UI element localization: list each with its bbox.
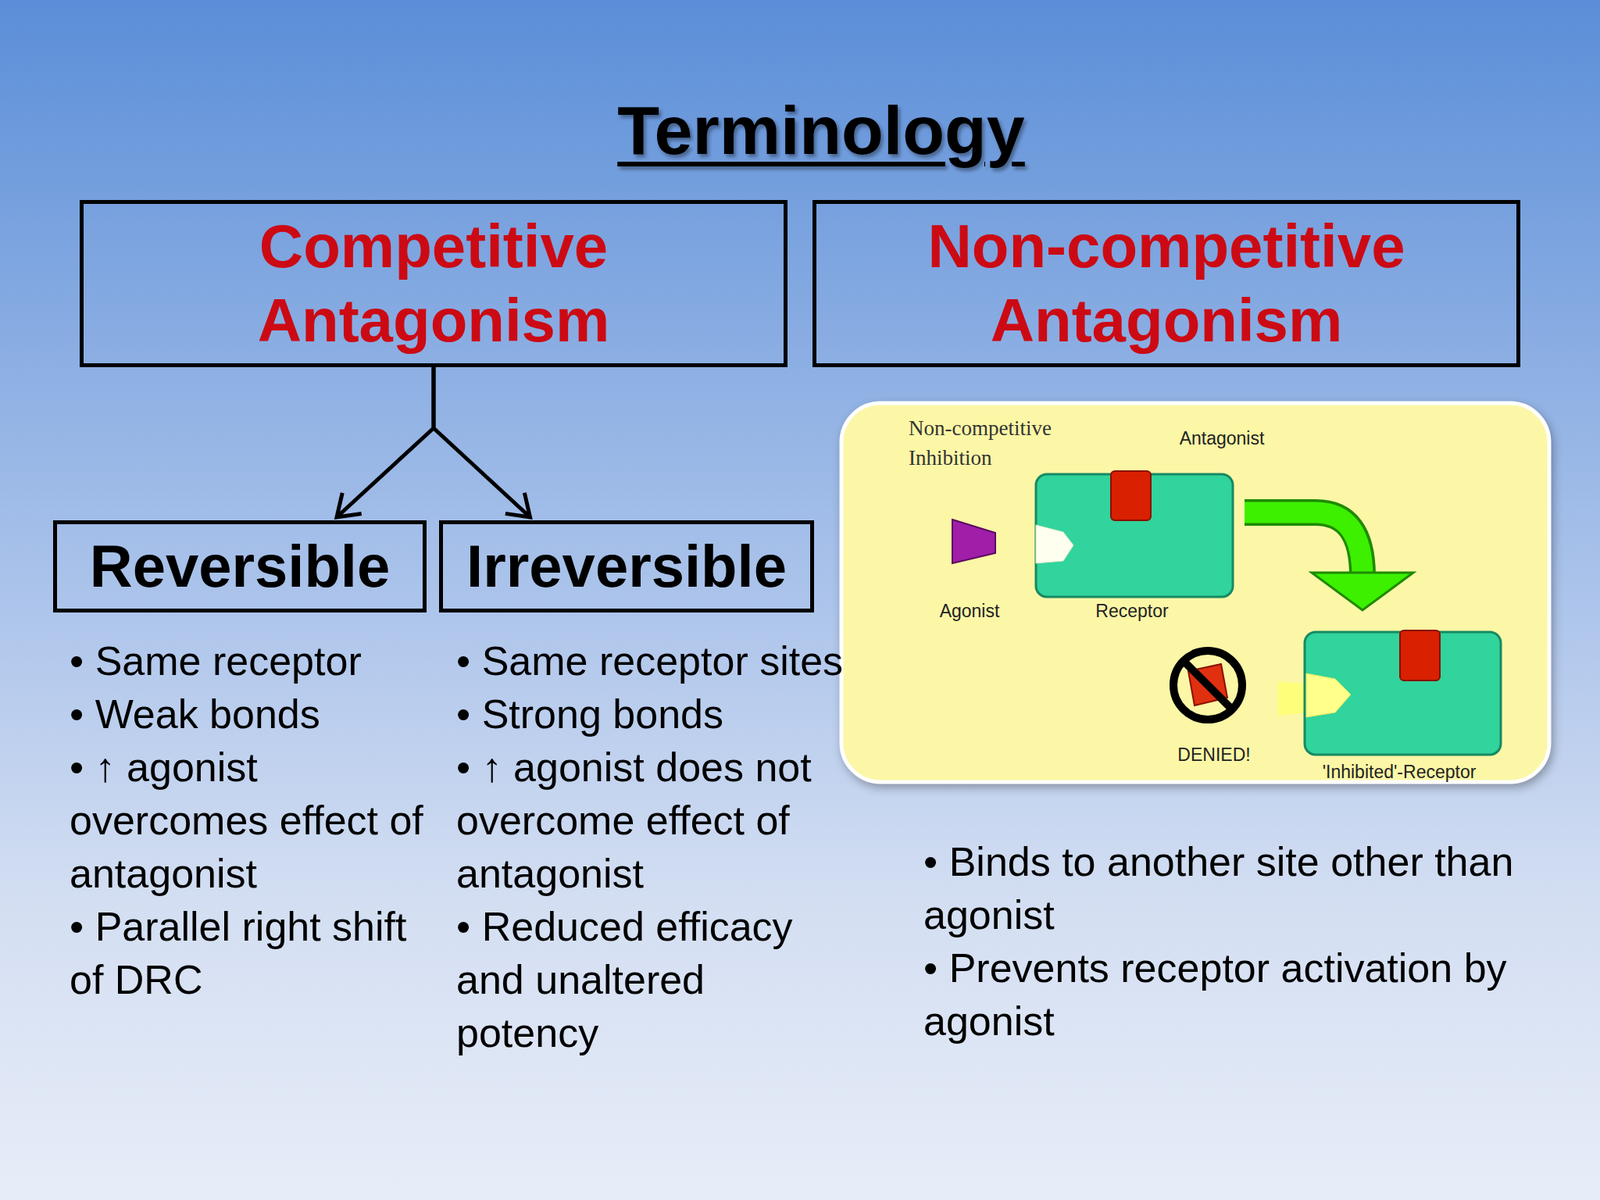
box-label: Competitive Antagonism (167, 209, 700, 358)
bullet-point: • Same receptor (69, 634, 429, 688)
bullet-point: • ↑ agonist overcomes effect of antagoni… (69, 740, 429, 900)
bullet-list: • Same receptor sites• Strong bonds• ↑ a… (456, 634, 855, 1060)
category-box: Competitive Antagonism (79, 200, 788, 368)
bullet-point: • Reduced efficacy and unaltered potency (456, 900, 855, 1060)
antagonist-shape (1400, 630, 1440, 681)
binding-site-notch (1306, 673, 1351, 718)
bullet-list: • Same receptor• Weak bonds• ↑ agonist o… (69, 634, 429, 1007)
part-label: 'Inhibited'-Receptor (1322, 760, 1477, 783)
bullet-point: • Parallel right shift of DRC (69, 900, 429, 1007)
bullet-point: • Weak bonds (69, 687, 429, 741)
prohibited-slash (1183, 660, 1233, 710)
branch-arrow (433, 367, 531, 518)
panel-background (841, 403, 1550, 783)
antagonist-shape (1110, 471, 1151, 521)
box-label: Non-competitive Antagonism (900, 209, 1433, 358)
part-label: Agonist (939, 600, 1000, 622)
category-box: Non-competitive Antagonism (812, 200, 1521, 368)
bullet-point: • Binds to another site other than agoni… (923, 835, 1518, 942)
box-label: Reversible (89, 531, 390, 602)
bullet-point: • ↑ agonist does not overcome effect of … (456, 740, 855, 900)
part-label: Antagonist (1179, 427, 1265, 450)
process-arrow (1244, 512, 1363, 578)
bullet-point: • Same receptor sites (456, 634, 855, 688)
box-label: Irreversible (466, 531, 787, 602)
bullet-point: • Prevents receptor activation by agonis… (923, 941, 1518, 1048)
subtype-box: Irreversible (439, 520, 815, 613)
bullet-list: • Binds to another site other than agoni… (923, 835, 1518, 1048)
bullet-point: • Strong bonds (456, 687, 855, 741)
status-label: DENIED! (1177, 743, 1250, 766)
illustration-panel: Non-competitive Inhibition AntagonistAgon… (839, 400, 1554, 786)
slide-title: Terminology (617, 87, 1025, 174)
subtype-box: Reversible (53, 520, 427, 613)
branch-arrow (336, 367, 434, 518)
illustration-caption: Non-competitive Inhibition (908, 413, 1073, 473)
prohibited-sign (1173, 650, 1243, 720)
agonist-shape (952, 519, 996, 564)
binding-site-notch (1035, 525, 1074, 564)
process-arrow-head (1311, 572, 1414, 611)
part-label: Receptor (1095, 600, 1168, 622)
